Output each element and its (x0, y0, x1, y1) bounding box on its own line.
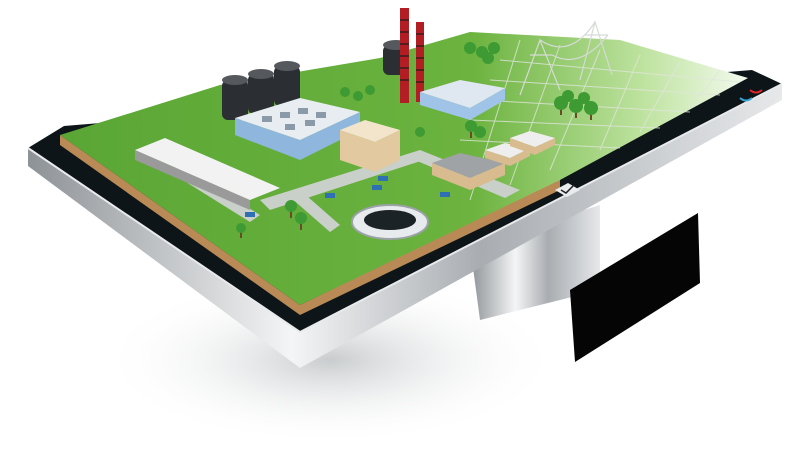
table-frame-side (28, 84, 782, 368)
checkmark-logo-icon (555, 183, 580, 197)
table-stand (470, 205, 600, 320)
small-building-2-roof (510, 131, 555, 147)
bezel-highlight (27, 83, 783, 334)
blue-indicator-icon (739, 97, 753, 102)
blue-building (420, 88, 505, 120)
warehouse-roof (135, 138, 280, 200)
red-indicator-icon (749, 89, 763, 94)
vehicles (245, 176, 450, 217)
small-building-2 (510, 138, 555, 155)
power-line-towers (519, 19, 613, 96)
storage-silos (222, 40, 409, 120)
small-building-1 (485, 148, 530, 166)
main-plant-building (235, 112, 360, 160)
depot-building (432, 163, 505, 190)
trees (236, 42, 598, 238)
roof-vents (262, 108, 326, 130)
blue-building-roof (420, 80, 505, 108)
floor-shadow (100, 275, 560, 445)
main-plant-roof (235, 98, 360, 140)
office-roof (340, 120, 400, 142)
office-building (340, 130, 400, 172)
depot-roof (432, 153, 505, 178)
chimneys (400, 8, 424, 103)
warehouse-long (135, 150, 250, 210)
stand-black-panel (570, 213, 700, 362)
oval-track-inner (364, 210, 416, 230)
